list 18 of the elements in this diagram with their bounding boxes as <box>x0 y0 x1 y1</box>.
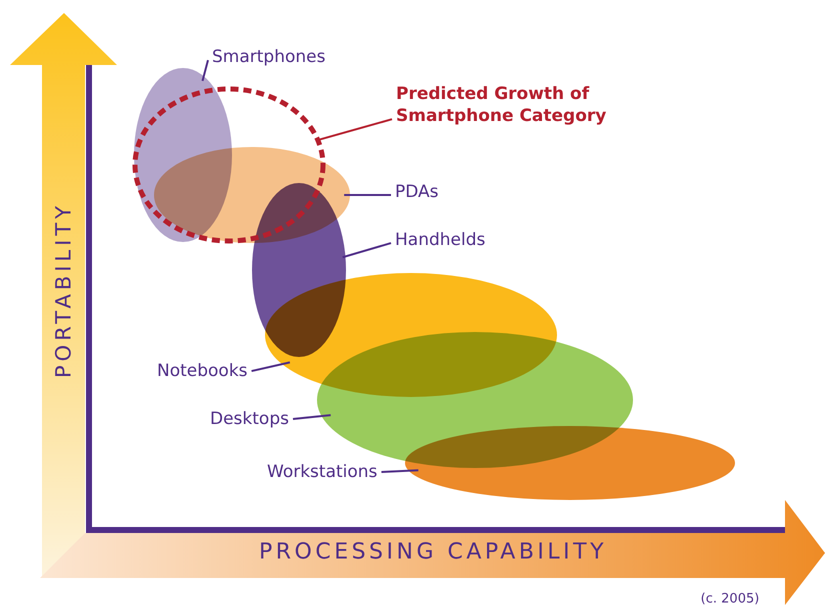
category-label: Notebooks <box>157 360 248 382</box>
leader-line <box>342 242 392 258</box>
leader-line <box>251 361 290 372</box>
dashed-ellipse <box>131 85 327 245</box>
leader-line <box>292 414 331 420</box>
category-label: Workstations <box>267 461 378 484</box>
leader-line <box>202 60 209 82</box>
category-label: Predicted Growth of Smartphone Category <box>396 83 646 128</box>
leader-line <box>344 194 391 196</box>
category-label: Smartphones <box>212 46 326 68</box>
axis-label: PORTABILITY <box>50 202 76 378</box>
category-label: Handhelds <box>395 229 486 252</box>
date-note: (c. 2005) <box>700 592 760 608</box>
category-label: Desktops <box>210 408 289 430</box>
category-label: PDAs <box>395 181 439 204</box>
leader-line <box>318 118 392 141</box>
leader-line <box>381 469 418 474</box>
axis-label: PROCESSING CAPABILITY <box>258 538 608 567</box>
